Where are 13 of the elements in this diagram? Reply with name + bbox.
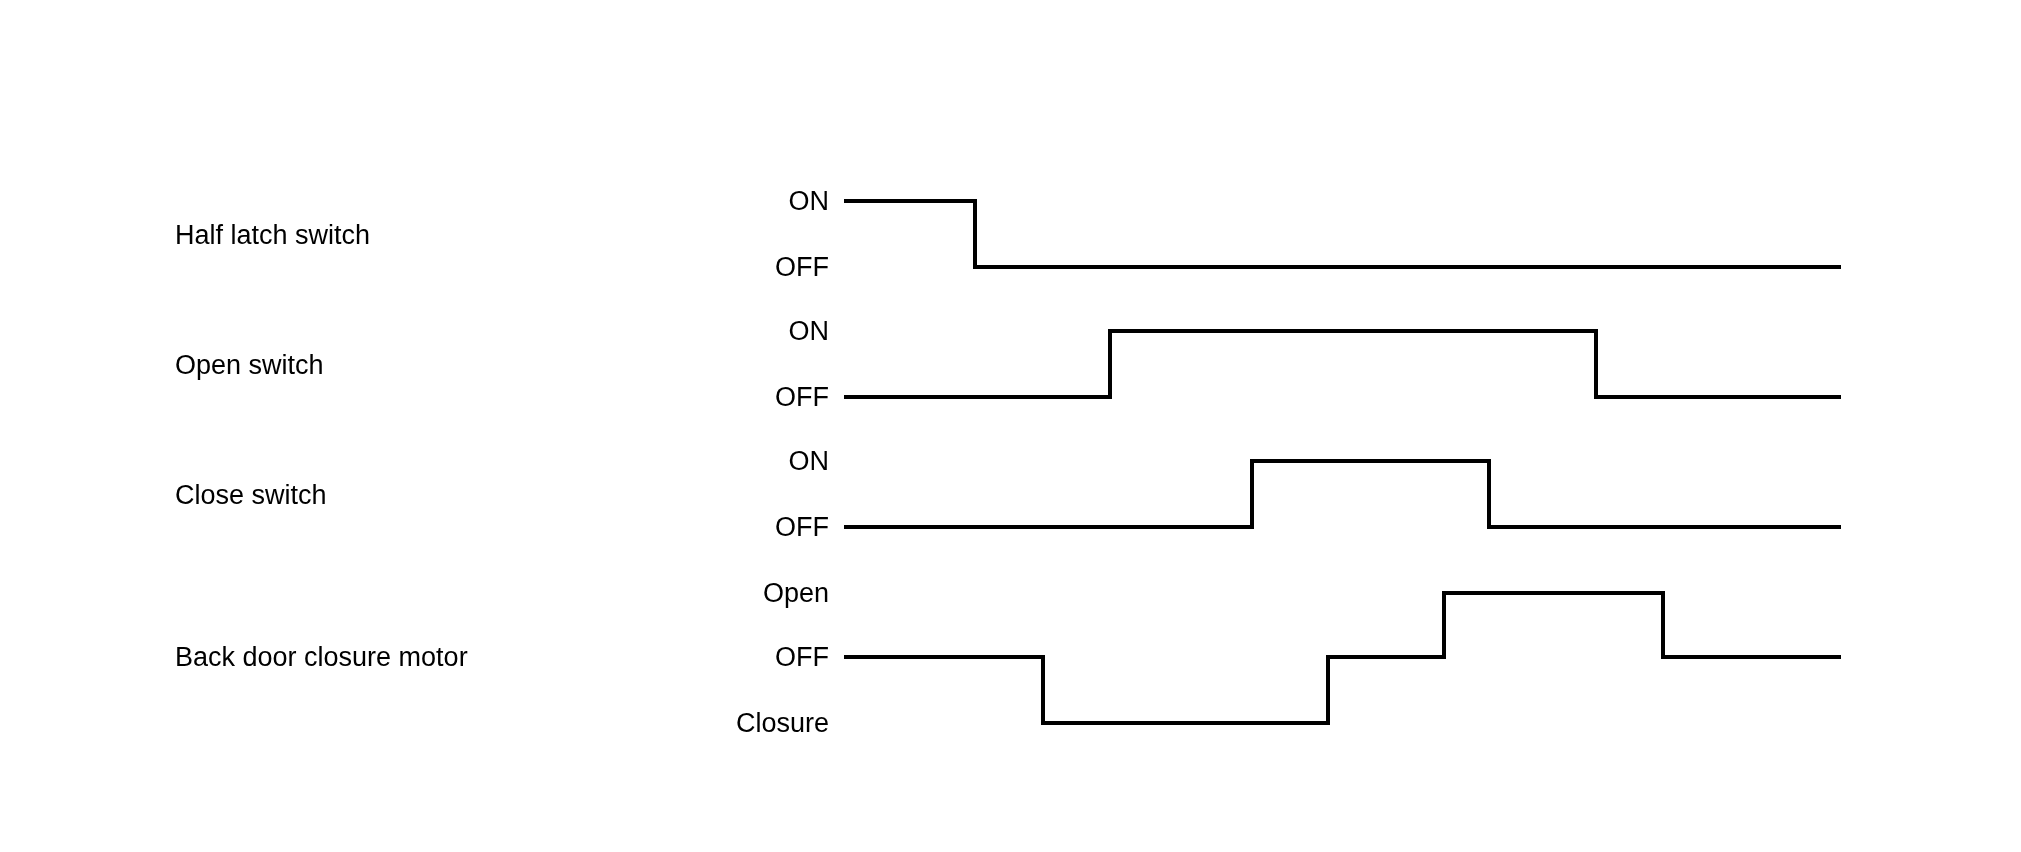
level-label: ON (788, 315, 829, 347)
level-label: OFF (775, 511, 829, 543)
signal-name: Half latch switch (175, 219, 371, 251)
signal-name: Close switch (175, 479, 327, 511)
signal-name: Back door closure motor (175, 641, 468, 673)
level-label: OFF (775, 381, 829, 413)
signal-name: Open switch (175, 349, 324, 381)
level-label: OFF (775, 641, 829, 673)
level-label: ON (788, 185, 829, 217)
level-label: ON (788, 445, 829, 477)
level-label: Open (762, 577, 829, 609)
level-label: OFF (775, 251, 829, 283)
level-label: Closure (735, 707, 829, 739)
